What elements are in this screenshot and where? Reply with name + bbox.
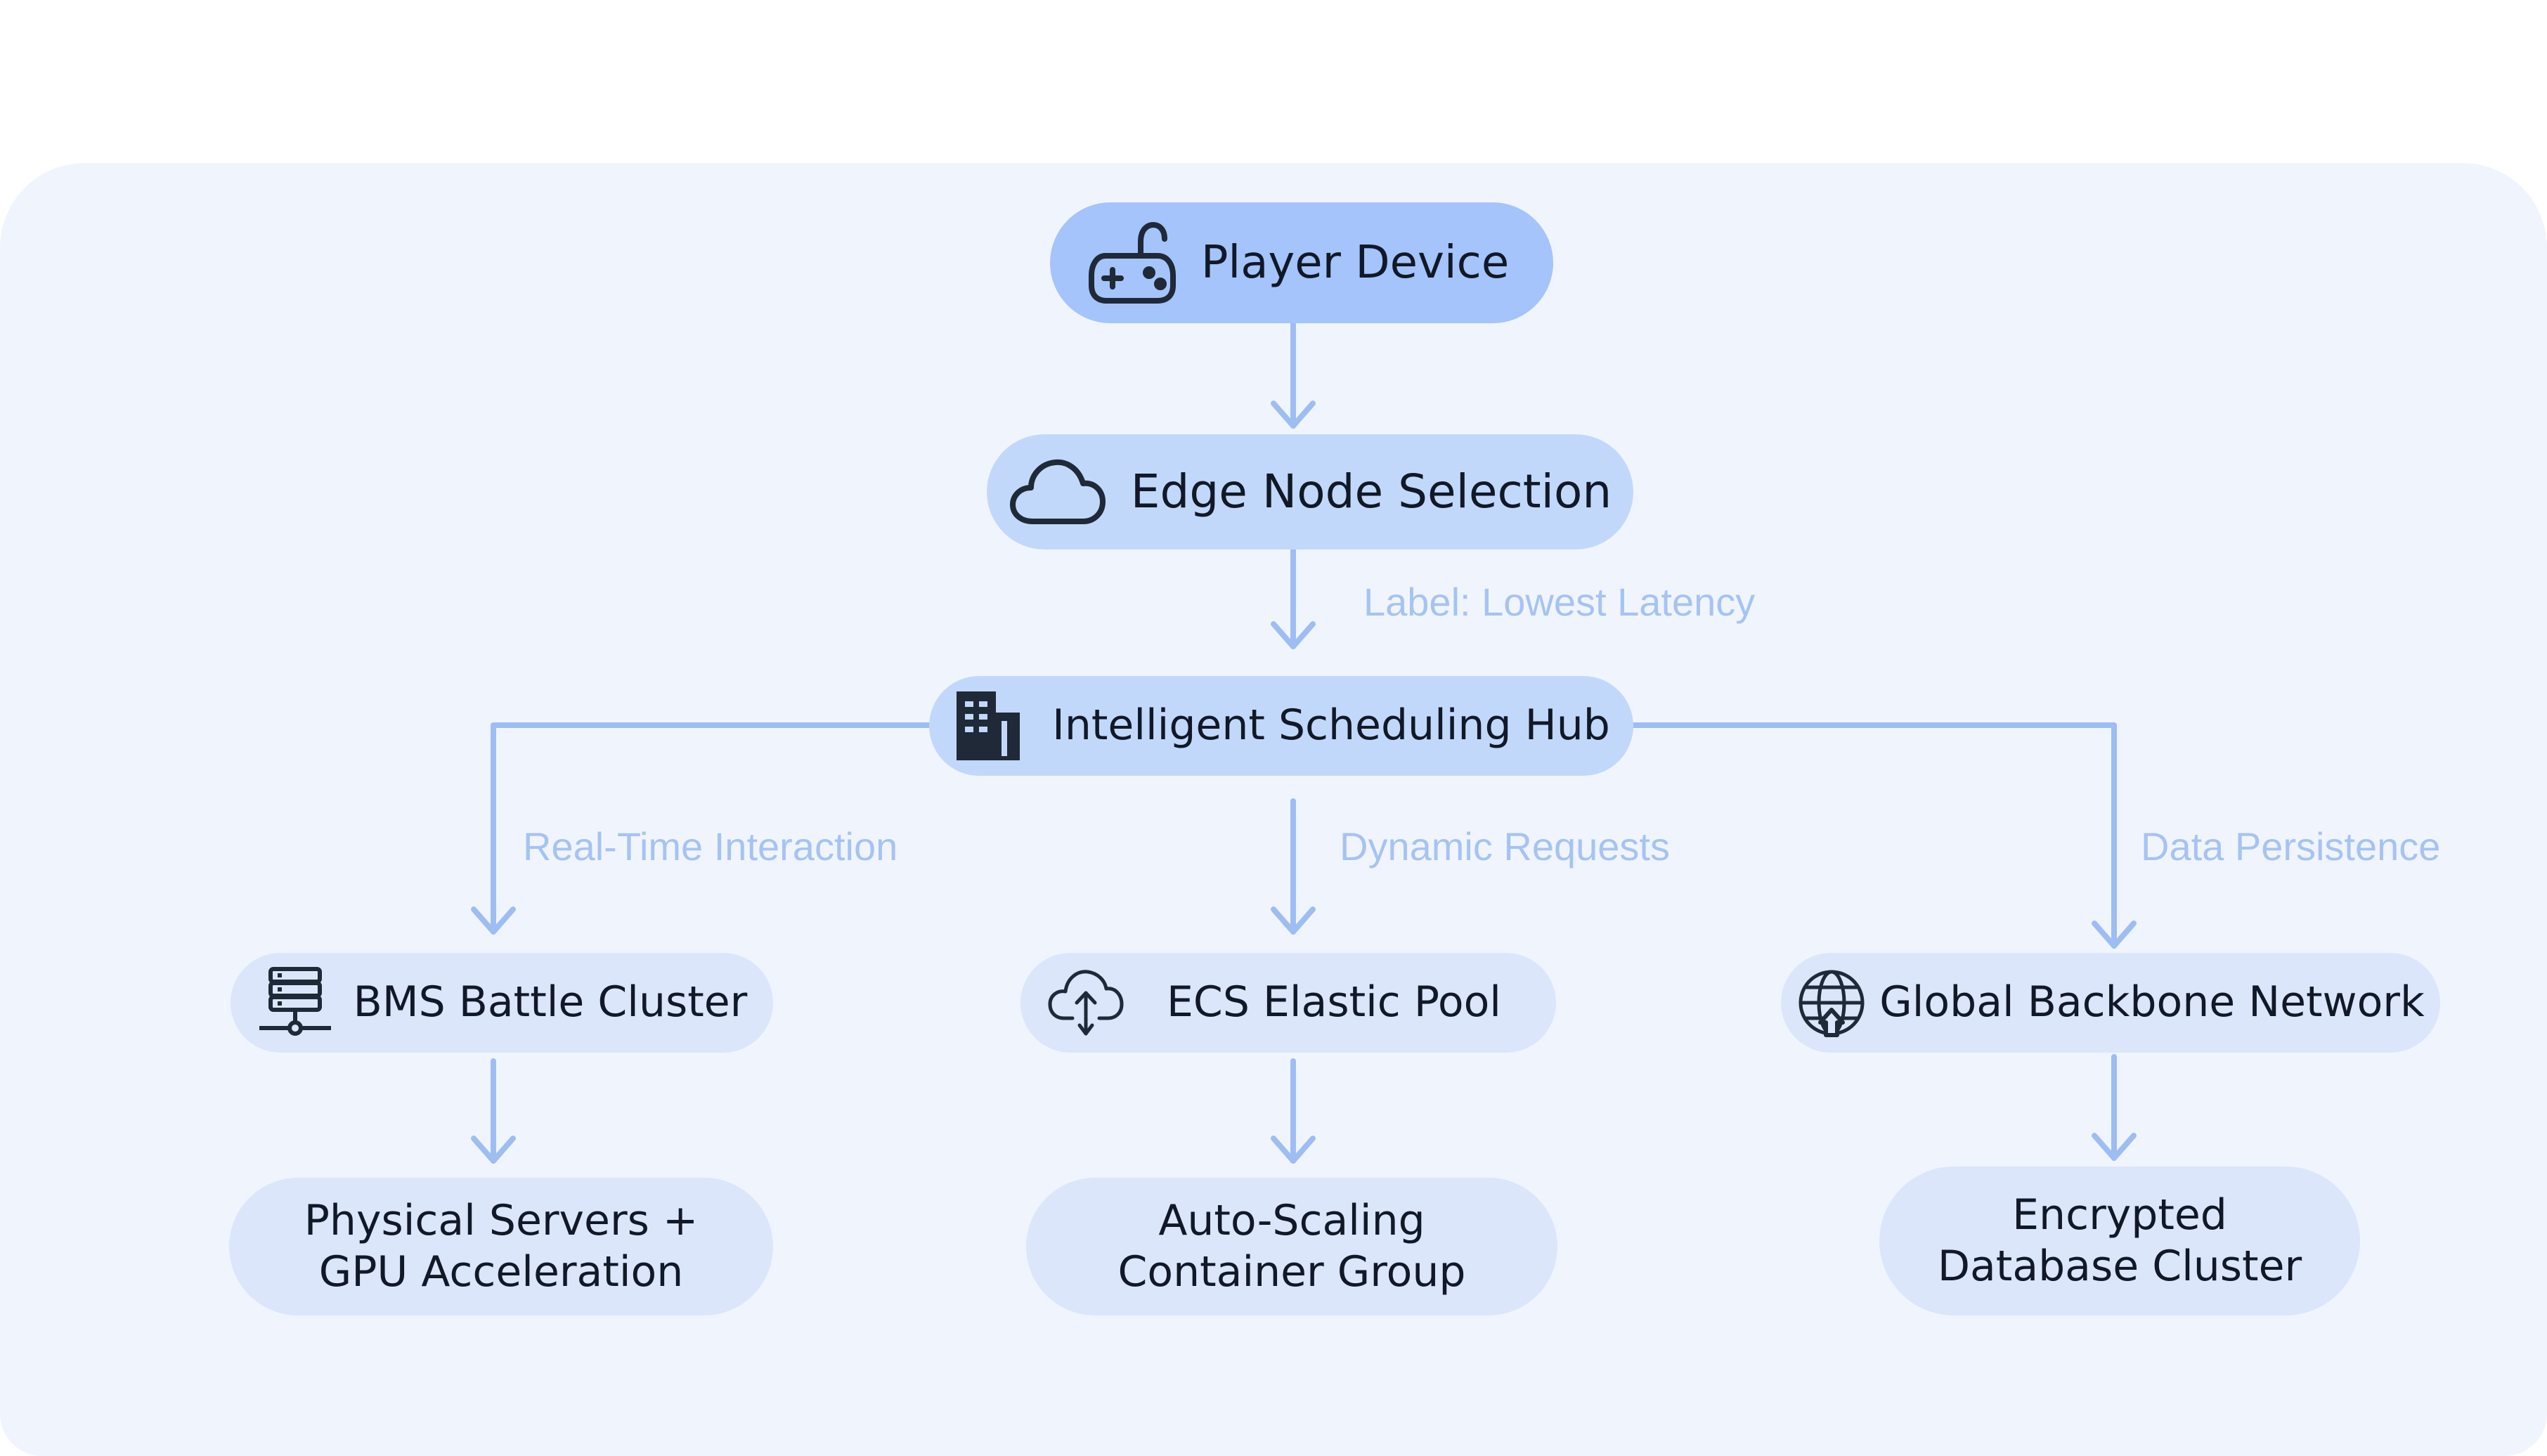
arrowhead-hub-to-ecs xyxy=(1271,906,1316,935)
connector-hub-to-bms xyxy=(491,722,932,935)
arrowhead-hub-to-backbone xyxy=(2092,921,2137,949)
building-icon xyxy=(952,689,1023,763)
connector-hub-to-backbone xyxy=(1629,722,2117,949)
edge-label-dynamic-requests: Dynamic Requests xyxy=(1340,824,1670,869)
node-intelligent-scheduling-hub: Intelligent Scheduling Hub xyxy=(929,676,1633,776)
arrowhead-ecs-to-container xyxy=(1271,1136,1316,1164)
node-label: Global Backbone Network xyxy=(1879,977,2425,1027)
node-physical-servers: Physical Servers + GPU Acceleration xyxy=(229,1178,773,1315)
arrowhead-backbone-to-database xyxy=(2092,1133,2137,1161)
node-label: Intelligent Scheduling Hub xyxy=(1052,701,1610,750)
node-label: Encrypted Database Cluster xyxy=(1937,1190,2302,1291)
node-bms-battle-cluster: BMS Battle Cluster xyxy=(231,953,773,1053)
node-player-device: Player Device xyxy=(1050,202,1553,323)
arrowhead-player-to-edge xyxy=(1271,401,1316,429)
node-encrypted-database-cluster: Encrypted Database Cluster xyxy=(1879,1166,2360,1315)
node-ecs-elastic-pool: ECS Elastic Pool xyxy=(1020,953,1556,1053)
node-container-group: Auto-Scaling Container Group xyxy=(1026,1178,1557,1315)
arrowhead-edge-to-hub xyxy=(1271,621,1316,649)
arrowhead-hub-to-bms xyxy=(471,906,516,935)
edge-label-data-persistence: Data Persistence xyxy=(2141,824,2441,869)
server-icon xyxy=(257,966,334,1039)
node-label: Edge Node Selection xyxy=(1130,464,1612,519)
cloud-upload-icon xyxy=(1047,966,1125,1039)
node-label: BMS Battle Cluster xyxy=(353,977,748,1027)
cloud-icon xyxy=(1009,457,1107,527)
node-label: ECS Elastic Pool xyxy=(1167,977,1501,1027)
globe-icon xyxy=(1796,968,1867,1038)
node-label: Physical Servers + GPU Acceleration xyxy=(304,1195,699,1296)
node-label: Player Device xyxy=(1200,236,1510,289)
node-label: Auto-Scaling Container Group xyxy=(1117,1195,1466,1296)
gamepad-icon xyxy=(1087,218,1177,308)
node-global-backbone-network: Global Backbone Network xyxy=(1781,953,2440,1053)
node-edge-node-selection: Edge Node Selection xyxy=(987,434,1633,550)
edge-label-lowest-latency: Label: Lowest Latency xyxy=(1363,580,1756,624)
edge-label-real-time-interaction: Real-Time Interaction xyxy=(523,824,898,869)
arrowhead-bms-to-physical xyxy=(471,1136,516,1164)
